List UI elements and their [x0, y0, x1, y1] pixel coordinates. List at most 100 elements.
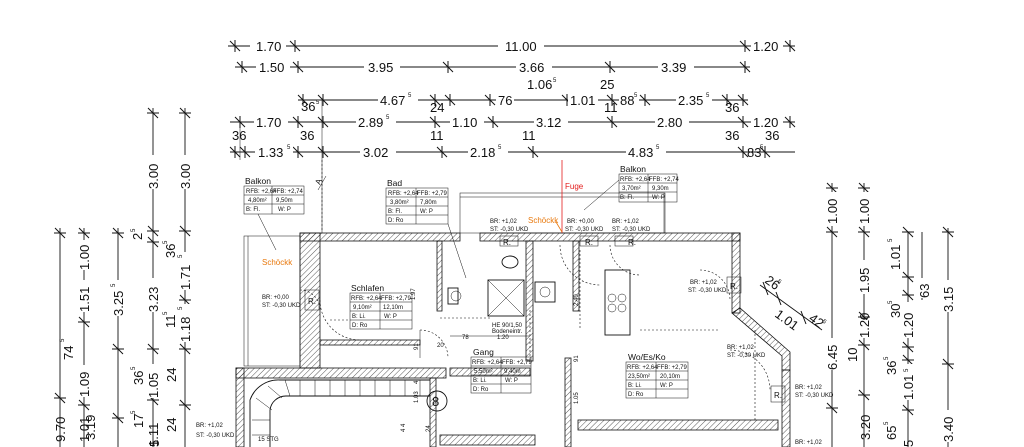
fixtures — [304, 235, 786, 403]
dim-top-3-8: 36 — [725, 100, 739, 115]
dim-right-b-4: 1.20 — [857, 313, 872, 338]
room-table-gang: Gang RFB: +2,64 FFB: +2,79 5,50m² 9,40m … — [470, 347, 533, 394]
dim-top-1-3: 1.20 — [753, 39, 778, 54]
stove-burner-1 — [607, 293, 617, 303]
dim-top-2-1: 1.50 — [259, 60, 284, 75]
top-dimension-row-3: 1.06 5 25 36 5 4.67 5 24 76 1.01 88 5 2.… — [297, 77, 749, 115]
top-dimension-row-2: 1.50 3.95 3.66 3.39 — [235, 59, 751, 75]
room-wall: W: P — [652, 195, 665, 201]
room-area: 3,70m² — [622, 186, 641, 192]
dim-sup: 5 — [287, 145, 291, 151]
guide-lines: A — [239, 100, 563, 233]
room-perimeter: 12,10m — [383, 305, 403, 311]
dim-top-3-6: 88 — [620, 93, 634, 108]
dim-left-b-1: 1.00 — [77, 245, 92, 270]
opening-st: ST: -0,30 UKD — [612, 227, 651, 233]
stairs-label: 15 STG — [258, 437, 279, 443]
opening-st: ST: -0,30 UKD — [490, 227, 529, 233]
dim-diag-1: 26 — [762, 272, 783, 293]
schoeckk-note-right: Schöckk — [528, 216, 559, 225]
annotations: Schöckk Schöckk Fuge BR: +0,00 ST: -0,30… — [196, 182, 834, 446]
opening-br: BR: +1,02 — [612, 219, 640, 225]
right-dimension-col-b: 1.00 1.95 10 1.20 36 5 65 5 — [845, 182, 899, 447]
dim-right-e-2: 3.40 — [941, 417, 956, 442]
room-floor: B: Fl. — [388, 209, 402, 215]
dim-left-d-2: 3.23 — [146, 287, 161, 312]
left-dimension-col-c: 3.25 5 36 5 17 5 5 — [111, 227, 162, 447]
dim-left-d-4: 1.11 — [146, 423, 161, 447]
dim-left-e-2: 36 — [163, 244, 178, 258]
opening-br: BR: +1,02 — [727, 345, 755, 351]
dim-103: 1.03 — [414, 391, 420, 403]
dim-left-d-3: 1.05 — [146, 373, 161, 398]
dim-left-b-3: 1.09 — [77, 372, 92, 397]
dim-top-4-1: 1.70 — [256, 115, 281, 130]
dim-sup: 5 — [656, 145, 660, 151]
dim-91a: 91 — [414, 343, 420, 350]
radiator-label: R. — [730, 282, 738, 291]
dim-top-4-3: 1.10 — [452, 115, 477, 130]
dim-top-3-2: 4.67 — [380, 93, 405, 108]
dim-right-a-2: 6.45 — [825, 345, 840, 370]
bath-fixture — [447, 287, 459, 305]
dim-sup: 5 — [888, 300, 894, 304]
radiator-1 — [499, 235, 519, 247]
room-ffb: FFB: +2,74 — [649, 177, 680, 183]
dim-sup: 5 — [163, 311, 169, 315]
dim-sup: 5 — [178, 254, 184, 258]
door-arcs — [299, 244, 771, 391]
dim-top-4-6: 1.20 — [753, 115, 778, 130]
room-rfb: RFB: +2,64 — [351, 296, 382, 302]
dim-top-4a-5: 36 — [725, 128, 739, 143]
dim-left-f-2: 1.71 — [178, 265, 193, 290]
opening-br: BR: +1,02 — [196, 423, 224, 429]
room-perimeter: 9,30m — [652, 186, 669, 192]
opening-br: BR: +1,02 — [690, 280, 718, 286]
dim-top-5-1: 1.33 — [258, 145, 283, 160]
dim-top-4a-2: 36 — [300, 128, 314, 143]
right-dimension-col-c: 1.01 5 30 5 1.20 1.01 5 5 — [888, 226, 916, 447]
dim-top-3b-1: 11 — [604, 100, 618, 115]
dim-top-2-3: 3.66 — [519, 60, 544, 75]
room-name: Schlafen — [351, 283, 384, 293]
dim-sup: 5 — [553, 78, 557, 84]
top-dimension-row-1: 1.70 11.00 1.20 — [228, 38, 796, 54]
dim-left-c-2: 36 — [131, 371, 146, 385]
dim-right-c-3: 1.20 — [901, 313, 916, 338]
dim-24: 24 — [426, 425, 432, 432]
dim-sup: 5 — [131, 410, 137, 414]
radiator-4 — [304, 289, 320, 311]
dim-top-3-4: 76 — [498, 93, 512, 108]
dim-top-4-4: 3.12 — [536, 115, 561, 130]
room-table-schlafen: Schlafen RFB: +2,64 FFB: +2,79 9,10m² 12… — [349, 283, 413, 330]
washbasin — [534, 281, 556, 303]
dim-top-4-5: 2.80 — [657, 115, 682, 130]
room-name: Balkon — [245, 176, 271, 186]
room-perimeter: 9,50m — [276, 198, 293, 204]
room-ffb: FFB: +2,79 — [657, 365, 688, 371]
dim-left-e-4: 24 — [164, 368, 179, 382]
dim-top-3a-1: 1.06 — [527, 77, 552, 92]
dim-right-c-2: 30 — [888, 304, 903, 318]
left-dimension-col-f: 3.00 1.71 5 1.18 5 — [178, 107, 193, 447]
stove-burner-4 — [617, 303, 627, 313]
toilet — [501, 255, 519, 269]
dim-door-1: 78 — [462, 335, 469, 341]
dim-left-e-1: 2 — [130, 233, 145, 240]
room-ffb: FFB: +2,74 — [273, 189, 304, 195]
kitchen-counter — [604, 269, 631, 336]
dim-sup: 5 — [760, 145, 764, 151]
dim-left-b-2: 1.51 — [77, 287, 92, 312]
dim-240: 2.40 — [574, 294, 580, 306]
dim-top-5-3: 2.18 — [470, 145, 495, 160]
dim-197: 1.97 — [411, 288, 417, 300]
room-number-marker: 8 — [426, 390, 448, 412]
radiator-6 — [770, 385, 786, 403]
balcony-right — [459, 192, 666, 234]
dim-sup: 5 — [131, 228, 137, 232]
dim-top-3a-2: 25 — [600, 77, 614, 92]
left-dimension-col-d: 3.00 3.23 1.05 1.11 2 5 36 5 11 5 24 24 — [130, 107, 179, 447]
opening-br: BR: +1,02 — [795, 440, 823, 446]
room-floor: B: Fl. — [620, 195, 634, 201]
staircase: 15 STG — [249, 379, 430, 447]
